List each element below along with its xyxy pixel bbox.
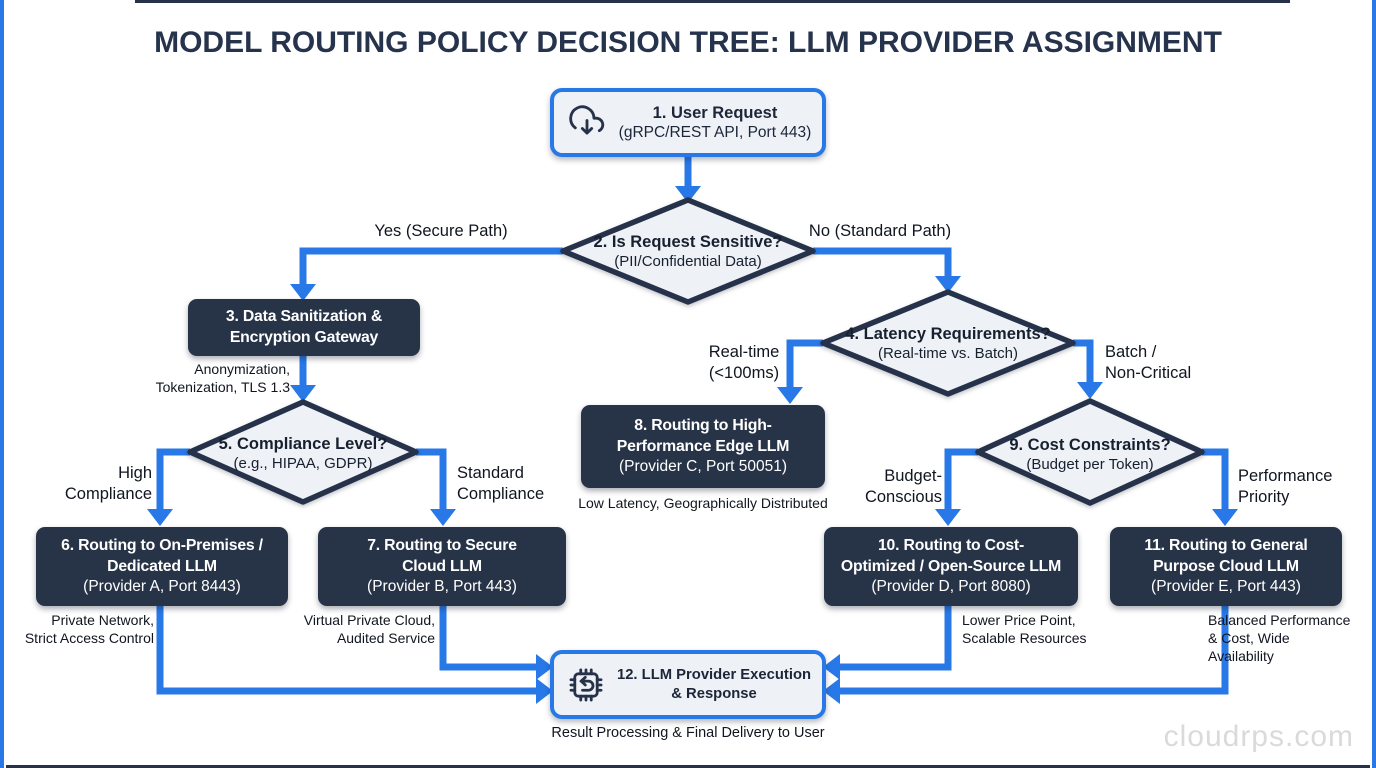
connector-9-11-performance bbox=[1202, 448, 1229, 510]
decision-4-subtitle: (Real-time vs. Batch) bbox=[877, 344, 1019, 362]
edge-label-standard-compliance: Standard Compliance bbox=[457, 464, 545, 503]
node-6-on-premises-llm: 6. Routing to On-Premises / Dedicated LL… bbox=[36, 527, 288, 606]
connector-2-3-yes bbox=[299, 247, 563, 285]
node-3-title: 3. Data Sanitization & Encryption Gatewa… bbox=[225, 308, 383, 346]
node-11-subtitle: (Provider E, Port 443) bbox=[1151, 577, 1301, 595]
node-12-note: Result Processing & Final Delivery to Us… bbox=[551, 725, 825, 741]
connector-6-12 bbox=[156, 605, 537, 695]
decision-9-label: 9. Cost Constraints? (Budget per Token) bbox=[983, 435, 1197, 474]
decision-2-label: 2. Is Request Sensitive? (PII/Confidenti… bbox=[573, 232, 803, 271]
node-12-title: 12. LLM Provider Execution & Response bbox=[616, 667, 812, 702]
connector-5-6-high bbox=[156, 448, 190, 510]
decision-4-shape bbox=[820, 289, 1076, 397]
node-6-subtitle: (Provider A, Port 8443) bbox=[83, 577, 241, 595]
edge-label-realtime: Real-time (<100ms) bbox=[708, 343, 780, 382]
connector-5-7-standard bbox=[416, 448, 447, 510]
edge-label-performance: Performance Priority bbox=[1238, 467, 1333, 506]
decision-5-shape bbox=[187, 399, 419, 505]
node-11-title: 11. Routing to General Purpose Cloud LLM bbox=[1144, 537, 1308, 575]
chip-return-icon bbox=[569, 668, 603, 701]
connector-9-10-budget bbox=[944, 448, 978, 510]
node-10-cost-optimized-llm: 10. Routing to Cost- Optimized / Open-So… bbox=[824, 527, 1078, 606]
decision-9-title: 9. Cost Constraints? bbox=[1009, 436, 1171, 454]
node-1-title: 1. User Request bbox=[652, 103, 778, 122]
decision-5-label: 5. Compliance Level? (e.g., HIPAA, GDPR) bbox=[196, 434, 410, 473]
decision-2-shape bbox=[560, 197, 816, 305]
node-1-user-request: 1. User Request (gRPC/REST API, Port 443… bbox=[550, 88, 826, 157]
node-3-sanitization-gateway: 3. Data Sanitization & Encryption Gatewa… bbox=[188, 299, 420, 356]
node-10-note: Lower Price Point, Scalable Resources bbox=[962, 612, 1087, 647]
decision-5-title: 5. Compliance Level? bbox=[218, 435, 388, 453]
frame-line-bottom bbox=[6, 765, 1370, 768]
node-7-subtitle: (Provider B, Port 443) bbox=[367, 577, 517, 595]
decision-2-title: 2. Is Request Sensitive? bbox=[593, 233, 783, 251]
arrowheads bbox=[147, 186, 1238, 704]
decision-2-subtitle: (PII/Confidential Data) bbox=[614, 252, 762, 270]
frame-line-top bbox=[135, 0, 1290, 3]
decision-9-shape bbox=[975, 398, 1205, 506]
connector-7-12 bbox=[439, 605, 537, 671]
diagram-title: MODEL ROUTING POLICY DECISION TREE: LLM … bbox=[154, 26, 1222, 59]
node-7-title: 7. Routing to Secure Cloud LLM bbox=[367, 537, 517, 575]
node-6-note: Private Network, Strict Access Control bbox=[24, 612, 154, 647]
edge-label-budget: Budget- Conscious bbox=[864, 467, 942, 506]
node-8-edge-llm: 8. Routing to High- Performance Edge LLM… bbox=[581, 405, 825, 488]
node-10-subtitle: (Provider D, Port 8080) bbox=[871, 577, 1031, 595]
cloud-download-icon bbox=[568, 104, 604, 135]
decision-9-subtitle: (Budget per Token) bbox=[1026, 455, 1154, 473]
node-8-title: 8. Routing to High- Performance Edge LLM bbox=[616, 417, 790, 455]
node-6-title: 6. Routing to On-Premises / Dedicated LL… bbox=[61, 537, 263, 575]
node-12-execution-response: 12. LLM Provider Execution & Response bbox=[550, 650, 826, 719]
connector-10-12 bbox=[839, 605, 952, 671]
node-8-note: Low Latency, Geographically Distributed bbox=[578, 495, 828, 511]
connector-4-9-batch bbox=[1073, 339, 1094, 383]
node-7-secure-cloud-llm: 7. Routing to Secure Cloud LLM (Provider… bbox=[318, 527, 566, 606]
frame-accent-left bbox=[0, 0, 4, 768]
decision-4-label: 4. Latency Requirements? (Real-time vs. … bbox=[833, 324, 1063, 363]
edge-label-batch: Batch / Non-Critical bbox=[1105, 343, 1192, 382]
node-1-subtitle: (gRPC/REST API, Port 443) bbox=[618, 124, 812, 142]
edge-label-high-compliance: High Compliance bbox=[64, 464, 152, 503]
node-7-note: Virtual Private Cloud, Audited Service bbox=[303, 612, 435, 647]
watermark: cloudrps.com bbox=[1163, 720, 1354, 753]
connector-11-12 bbox=[839, 605, 1229, 695]
node-11-note: Balanced Performance & Cost, Wide Availa… bbox=[1208, 612, 1351, 665]
node-3-note: Anonymization, Tokenization, TLS 1.3 bbox=[155, 361, 290, 396]
decision-4-title: 4. Latency Requirements? bbox=[845, 325, 1051, 343]
node-10-title: 10. Routing to Cost- Optimized / Open-So… bbox=[840, 537, 1062, 575]
node-8-subtitle: (Provider C, Port 50051) bbox=[619, 457, 787, 475]
connector-4-8-realtime bbox=[786, 339, 823, 388]
connector-2-4-no bbox=[813, 247, 952, 277]
frame-accent-right bbox=[1372, 0, 1376, 768]
edge-label-yes: Yes (Secure Path) bbox=[374, 222, 508, 240]
edge-label-no: No (Standard Path) bbox=[808, 222, 952, 240]
node-11-general-purpose-llm: 11. Routing to General Purpose Cloud LLM… bbox=[1110, 527, 1342, 606]
decision-5-subtitle: (e.g., HIPAA, GDPR) bbox=[233, 454, 373, 472]
